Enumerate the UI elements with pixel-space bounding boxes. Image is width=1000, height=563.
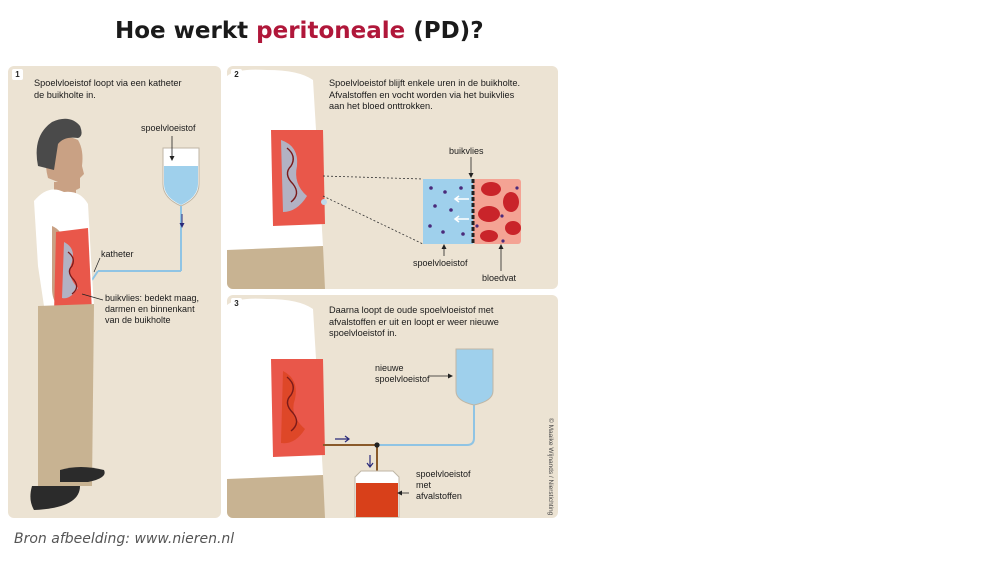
image-source: Bron afbeelding: www.nieren.nl — [14, 531, 235, 547]
fluid-label: spoelvloeistof — [413, 258, 468, 268]
zoom-line-top — [322, 175, 424, 180]
panel-3-drawing — [227, 298, 494, 518]
panel-3: 3 Daarna loopt de oude spoelvloeistof me… — [227, 295, 558, 518]
vessel-label: bloedvat — [482, 273, 517, 283]
flow-arrow-icon — [179, 223, 185, 228]
panel-2-drawing — [227, 69, 521, 289]
waste-fluid-label: spoelvloeistof met afvalstoffen — [416, 469, 471, 502]
panel-2-number: 2 — [231, 69, 242, 80]
flow-arrow-icon — [335, 435, 350, 443]
panel-3-text: Daarna loopt de oude spoelvloeistof met … — [329, 305, 499, 340]
zoom-line-bottom — [322, 195, 424, 245]
panel-2-text-line: Spoelvloeistof blijft enkele uren in de … — [329, 78, 521, 88]
dialysate-bag-icon — [91, 147, 200, 281]
panel-3-text-line: afvalstoffen er uit en loopt er weer nie… — [329, 316, 499, 327]
waste-fluid-label-line: spoelvloeistof — [416, 469, 471, 479]
peritoneum-label-line: buikvlies: bedekt maag, — [105, 293, 200, 303]
waste-fluid-label-line: met — [416, 480, 432, 490]
flow-arrow-icon — [366, 455, 374, 468]
new-dialysate-bag-icon — [455, 348, 494, 406]
panel-2-text-line: Afvalstoffen en vocht worden via het bui… — [329, 89, 515, 100]
patient-figure-3 — [227, 298, 325, 518]
panel-3-text-line: spoelvloeistof in. — [329, 328, 397, 338]
panel-1-text: Spoelvloeistof loopt via een katheter de… — [34, 78, 182, 101]
panel-2-text: Spoelvloeistof blijft enkele uren in de … — [329, 78, 520, 113]
image-credit: © Maaike Wijnands / Nierstichting — [547, 418, 554, 516]
membrane-zoom — [423, 179, 521, 244]
panel-3-text-line: Daarna loopt de oude spoelvloeistof met — [329, 305, 494, 315]
panel-1-number: 1 — [12, 69, 23, 80]
peritoneum-label-line: van de buikholte — [105, 315, 171, 325]
patient-figure-2 — [227, 69, 327, 289]
panel-1-text-line: Spoelvloeistof loopt via een katheter — [34, 78, 182, 88]
bag-label: spoelvloeistof — [141, 123, 196, 133]
new-fluid-label-line: nieuwe — [375, 363, 404, 373]
membrane-label: buikvlies — [449, 146, 484, 156]
new-fluid-label-line: spoelvloeistof — [375, 374, 430, 384]
new-fluid-label: nieuwe spoelvloeistof — [375, 363, 430, 385]
patient-figure-1 — [30, 118, 105, 510]
slide-title: Hoe werkt peritoneale (PD)? — [115, 18, 484, 44]
title-prefix: Hoe werkt — [115, 18, 257, 44]
tubing-system — [323, 403, 475, 473]
waste-fluid-label-line: afvalstoffen — [416, 491, 462, 501]
panel-3-number: 3 — [231, 298, 242, 309]
panel-1-drawing — [30, 118, 200, 510]
peritoneum-label-line: darmen en binnenkant — [105, 304, 195, 314]
peritoneum-label: buikvlies: bedekt maag, darmen en binnen… — [105, 293, 199, 326]
title-suffix: (PD)? — [405, 18, 484, 44]
title-highlight: peritoneale — [256, 18, 406, 44]
catheter-label: katheter — [101, 249, 134, 259]
pd-illustration: 1 Spoelvloeistof loopt via een katheter … — [8, 66, 558, 518]
panel-2-text-line: aan het bloed onttrokken. — [329, 101, 433, 111]
panel-2: 2 Spoelvloeistof blijft enkele uren in d… — [227, 66, 558, 289]
panel-1: 1 Spoelvloeistof loopt via een katheter … — [8, 66, 221, 518]
waste-bag-icon — [354, 470, 400, 518]
panel-1-text-line: de buikholte in. — [34, 89, 96, 100]
